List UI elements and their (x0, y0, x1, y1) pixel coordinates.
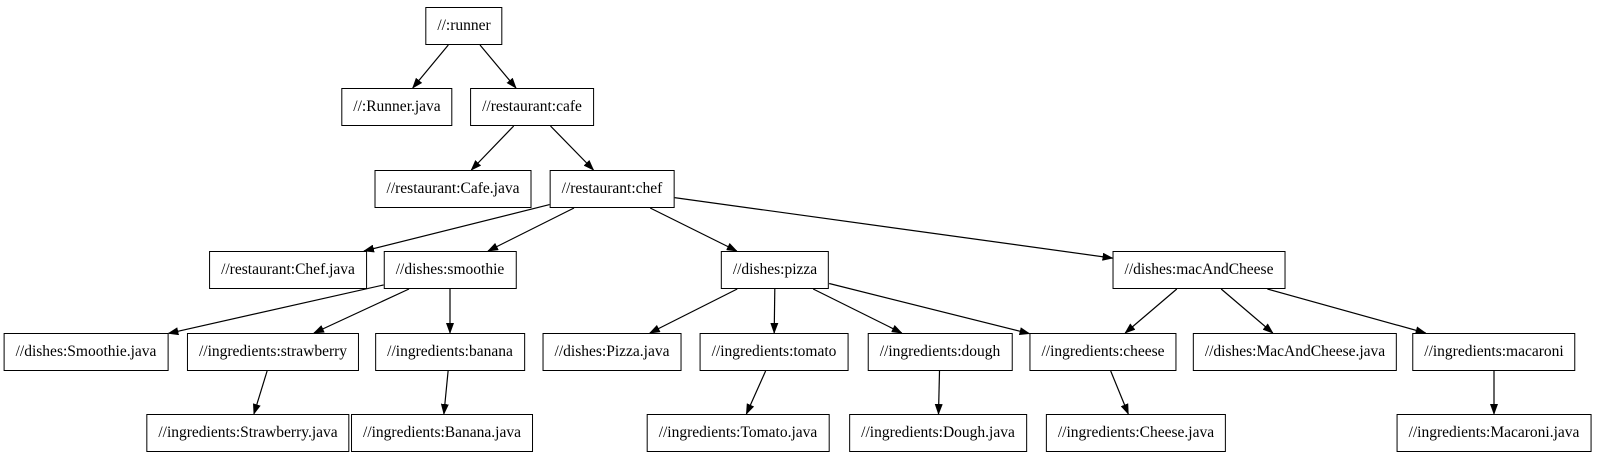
edge-chef-to-macandcheese (674, 197, 1114, 261)
node-macaroni: //ingredients:macaroni (1412, 333, 1576, 371)
edge-cheese-to-cheese_java (1110, 370, 1129, 415)
edge-pizza-to-pizza_java (648, 288, 738, 334)
edge-macandcheese-to-macaroni (1267, 288, 1427, 335)
edge-chef-to-smoothie (487, 207, 575, 252)
node-smoothie-java: //dishes:Smoothie.java (3, 333, 169, 371)
node-pizza-java: //dishes:Pizza.java (542, 333, 682, 371)
edge-cafe-to-chef (550, 125, 595, 171)
node-dough-java: //ingredients:Dough.java (849, 414, 1027, 452)
node-cafe-java: //restaurant:Cafe.java (374, 170, 532, 208)
node-strawberry-java: //ingredients:Strawberry.java (146, 414, 350, 452)
node-runner: //:runner (425, 7, 503, 45)
edge-pizza-to-dough (812, 288, 903, 334)
node-chef-java: //restaurant:Chef.java (209, 251, 367, 289)
node-chef: //restaurant:chef (549, 170, 675, 208)
edge-chef-to-pizza (649, 207, 738, 252)
node-pizza: //dishes:pizza (720, 251, 830, 289)
node-cafe: //restaurant:cafe (470, 88, 594, 126)
edge-group (167, 44, 1498, 415)
node-dough: //ingredients:dough (867, 333, 1013, 371)
node-macaroni-java: //ingredients:Macaroni.java (1396, 414, 1592, 452)
edge-pizza-to-tomato (770, 288, 779, 334)
edge-banana-to-banana_java (440, 370, 449, 415)
node-banana-java: //ingredients:Banana.java (351, 414, 533, 452)
node-smoothie: //dishes:smoothie (383, 251, 517, 289)
edge-cafe-to-cafe_java (470, 125, 515, 171)
node-tomato: //ingredients:tomato (699, 333, 849, 371)
edge-smoothie-to-smoothie_java (167, 284, 384, 336)
node-macandcheese-java: //dishes:MacAndCheese.java (1192, 333, 1398, 371)
edge-tomato-to-tomato_java (745, 370, 767, 415)
edge-macandcheese-to-cheese (1124, 288, 1178, 334)
edge-runner-to-runner_java (412, 44, 449, 89)
node-tomato-java: //ingredients:Tomato.java (646, 414, 830, 452)
node-runner-java: //:Runner.java (341, 88, 453, 126)
node-cheese: //ingredients:cheese (1029, 333, 1177, 371)
node-strawberry: //ingredients:strawberry (186, 333, 360, 371)
edge-macandcheese-to-macandcheese_java (1220, 288, 1274, 334)
node-macandcheese: //dishes:macAndCheese (1112, 251, 1286, 289)
edge-dough-to-dough_java (934, 370, 943, 415)
edge-strawberry-to-strawberry_java (253, 370, 268, 415)
edge-chef-to-chef_java (363, 204, 550, 253)
edge-runner-to-cafe (479, 44, 517, 89)
edge-smoothie-to-strawberry (313, 288, 410, 334)
node-cheese-java: //ingredients:Cheese.java (1045, 414, 1227, 452)
node-banana: //ingredients:banana (375, 333, 525, 371)
edge-pizza-to-cheese (829, 282, 1031, 336)
